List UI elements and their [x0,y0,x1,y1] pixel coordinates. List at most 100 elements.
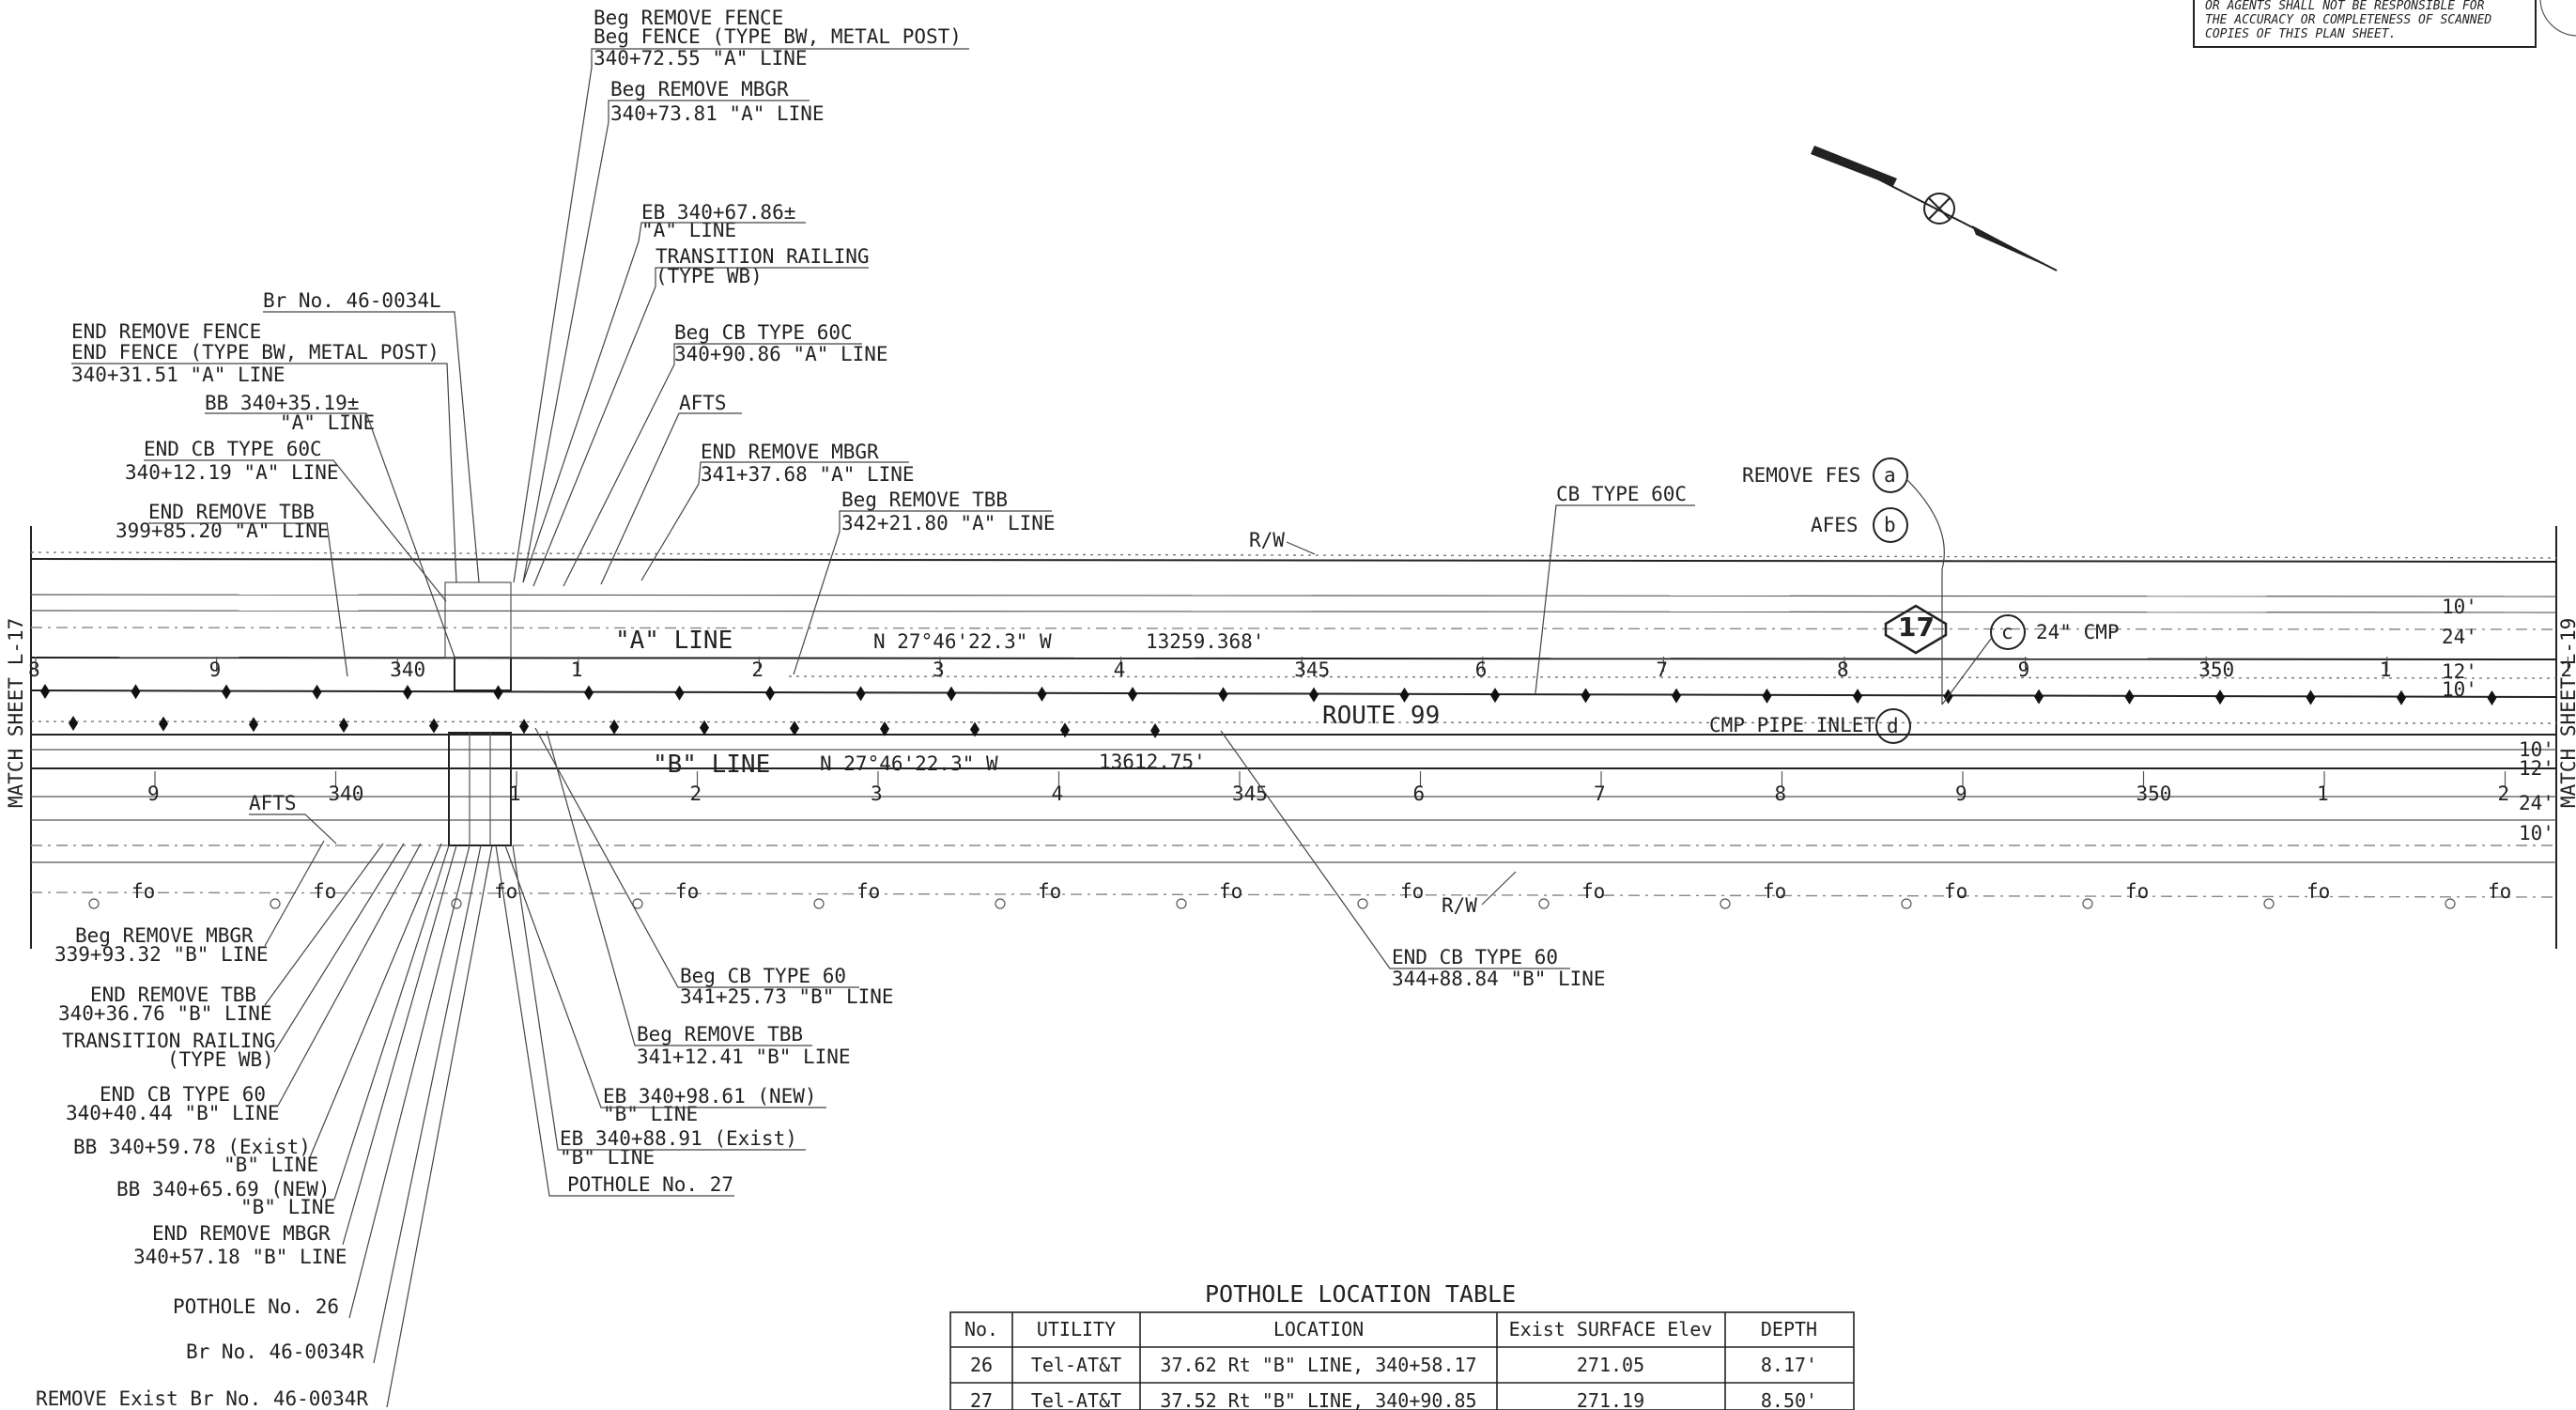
barrier-marker [970,721,979,737]
callout-eb-a-line: EB 340+67.86± "A" LINE [522,201,806,583]
svg-text:340+40.44 "B" LINE: 340+40.44 "B" LINE [66,1102,280,1124]
table-header: UTILITY [1037,1318,1116,1340]
fiber-optic-label: fo [2488,880,2511,903]
callout-beg-remove-tbb-a: Beg REMOVE TBB 342+21.80 "A" LINE [793,488,1056,675]
callout-end-cb-60c: END CB TYPE 60C 340+12.19 "A" LINE [125,438,447,602]
fiber-optic-label: fo [2125,880,2149,903]
callout-end-cb-60-b-344: END CB TYPE 60 344+88.84 "B" LINE [1220,730,1606,990]
svg-text:340+90.86 "A" LINE: 340+90.86 "A" LINE [674,343,888,365]
barrier-marker [2306,690,2316,705]
svg-text:EB 340+98.61 (NEW): EB 340+98.61 (NEW) [603,1085,817,1108]
a-station-label: 8 [28,659,40,681]
lane-widths: 10' 24' 12' 10' 10' 12' 24' 10' [2442,596,2554,844]
callout-beg-cb-60-b: Beg CB TYPE 60 341+25.73 "B" LINE [534,727,894,1008]
svg-text:341+25.73 "B" LINE: 341+25.73 "B" LINE [680,985,894,1008]
barrier-marker [880,720,889,736]
row-label-bottom: R/W [1442,894,1477,917]
svg-text:341+12.41 "B" LINE: 341+12.41 "B" LINE [637,1046,851,1068]
svg-text:END REMOVE MBGR: END REMOVE MBGR [152,1222,331,1245]
a-station-label: 350 [2198,659,2234,681]
table-header: Exist SURFACE Elev [1509,1318,1713,1340]
svg-text:Beg REMOVE TBB: Beg REMOVE TBB [841,488,1008,511]
barrier-marker [674,685,685,701]
utility-d-label: CMP PIPE INLET [1709,714,1875,736]
barrier-marker [249,717,258,733]
barrier-marker [2397,690,2406,705]
callout-bb-exist: BB 340+59.78 (Exist) "B" LINE [73,843,442,1176]
pole-icon [1720,898,1731,909]
disclaimer-line-3: COPIES OF THIS PLAN SHEET. [2205,27,2397,41]
callout-end-cb-60-b: END CB TYPE 60 340+40.44 "B" LINE [66,843,422,1124]
b-station-label: 7 [1594,782,1606,805]
utility-items: REMOVE FES a AFES b c 24" CMP CMP PIPE I… [1709,457,2120,744]
fiber-optic-label: fo [494,880,517,903]
pole-icon [2445,898,2456,909]
table-cell: 271.19 [1577,1389,1644,1410]
b-station-label: 350 [2136,782,2172,805]
table-cell: 37.62 Rt "B" LINE, 340+58.17 [1160,1354,1476,1376]
pole-icon [813,898,825,909]
svg-text:BB 340+35.19±: BB 340+35.19± [205,392,359,414]
barrier-marker [1060,722,1070,738]
table-header: DEPTH [1761,1318,1817,1340]
svg-text:341+37.68 "A" LINE: 341+37.68 "A" LINE [701,463,915,486]
svg-text:END CB TYPE 60C: END CB TYPE 60C [144,438,322,460]
fiber-optic-label: fo [131,880,155,903]
barrier-marker [1128,687,1137,703]
barrier-marker [1762,688,1772,704]
b-station-label: 340 [329,782,364,805]
a-line-label: "A" LINE [615,627,733,655]
svg-text:BB 340+65.69 (NEW): BB 340+65.69 (NEW) [116,1178,331,1201]
table-title: POTHOLE LOCATION TABLE [1205,1280,1516,1308]
lane-width-7: 24' [2519,792,2554,814]
barrier-marker [493,685,503,701]
svg-text:EB 340+88.91 (Exist): EB 340+88.91 (Exist) [560,1127,797,1150]
a-station-label: 8 [1837,659,1849,681]
roadway-linework [30,551,2557,898]
fiber-optic-label: fo [2306,880,2330,903]
pole-icon [995,898,1006,909]
b-station-label: 2 [690,782,702,805]
svg-text:(TYPE WB): (TYPE WB) [167,1048,274,1071]
utility-b-letter: b [1884,514,1896,536]
barrier-marker [1581,688,1591,704]
disclaimer-line-1: OR AGENTS SHALL NOT BE RESPONSIBLE FOR [2205,0,2485,13]
svg-text:Br No. 46-0034L: Br No. 46-0034L [263,289,441,312]
barrier-marker [609,719,619,735]
lane-width-1: 10' [2442,596,2477,618]
svg-text:339+93.32 "B" LINE: 339+93.32 "B" LINE [54,943,269,966]
callout-eb-new: EB 340+98.61 (NEW) "B" LINE [504,844,826,1125]
barrier-marker [700,720,709,736]
lane-width-8: 10' [2519,822,2554,844]
utility-c-letter: c [2001,621,2013,643]
match-sheet-right-label: MATCH SHEET L-19 [2557,618,2576,808]
svg-text:END REMOVE TBB: END REMOVE TBB [148,501,315,523]
table-cell: 27 [970,1389,993,1410]
callout-cb-type-60c: CB TYPE 60C [1535,483,1695,694]
callout-pothole-26: POTHOLE No. 26 [173,844,470,1319]
pole-icon [632,898,643,909]
route-label: ROUTE 99 [1322,702,1440,730]
barrier-marker [1218,687,1228,703]
barrier-marker [69,716,78,731]
b-station-label: 4 [1052,782,1064,805]
a-station-label: 1 [571,659,583,681]
table-cell: 271.05 [1577,1354,1644,1376]
b-line-label: "B" LINE [653,751,770,779]
a-line-length: 13259.368' [1146,630,1264,653]
barrier-marker [947,686,956,702]
a-station-label: 9 [2018,659,2030,681]
svg-text:340+31.51 "A" LINE: 340+31.51 "A" LINE [71,364,285,386]
callout-end-remove-mbgr-b: END REMOVE MBGR 340+57.18 "B" LINE [133,844,457,1268]
svg-text:EB 340+67.86±: EB 340+67.86± [641,201,795,224]
b-station-label: 6 [1413,782,1426,805]
barrier-marker [790,720,799,736]
svg-text:"A" LINE: "A" LINE [280,411,375,434]
barrier-marker [1309,687,1319,703]
svg-text:POTHOLE No. 26: POTHOLE No. 26 [173,1295,339,1318]
a-station-label: 9 [209,659,222,681]
route-shield-icon: 17 [1884,604,1948,655]
pole-icon [1357,898,1368,909]
barrier-marker [131,684,141,700]
barrier-marker [312,684,322,700]
